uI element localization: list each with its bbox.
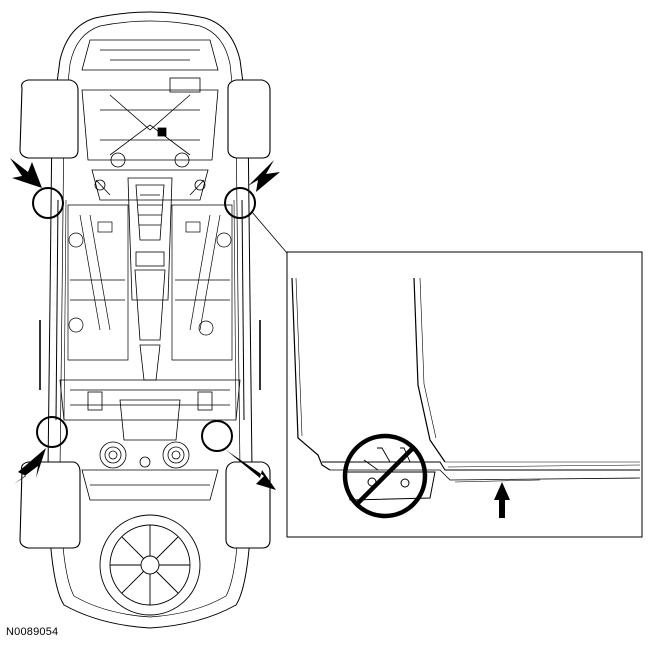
wheels [19, 79, 271, 549]
lift-point-front-left [10, 158, 64, 219]
detail-left-panel [291, 277, 331, 471]
detail-view [286, 251, 643, 538]
front-right-wheel [227, 79, 271, 159]
front-subframe [81, 39, 219, 201]
floor-pan [67, 204, 233, 361]
prohibition-icon [342, 433, 428, 519]
detail-right-panel [413, 277, 446, 463]
rear-left-wheel [19, 461, 81, 549]
detail-frame [286, 251, 643, 538]
lift-point-arrow-icon [226, 450, 276, 490]
lift-point-circle-icon [201, 420, 233, 452]
lift-point-circle-icon [36, 416, 68, 448]
lift-point-arrow-icon [494, 482, 510, 518]
center-tunnel [127, 177, 173, 381]
lift-point-front-right [224, 160, 280, 219]
lift-point-callouts [10, 158, 280, 490]
lift-point-arrow-icon [14, 448, 46, 484]
front-left-wheel [19, 79, 79, 159]
detail-leader-line [251, 211, 288, 254]
lift-point-rear-right [201, 420, 276, 490]
lift-point-arrow-icon [248, 160, 280, 192]
lift-point-arrow-icon [10, 158, 42, 188]
lift-point-circle-icon [224, 187, 256, 219]
lift-point-rear-left [14, 416, 68, 484]
detail-sill [322, 461, 640, 471]
lift-point-circle-icon [32, 187, 64, 219]
rear-crossmember [59, 379, 241, 501]
figure-id-label: N0089054 [6, 626, 59, 638]
spare-wheel-well [99, 514, 201, 616]
